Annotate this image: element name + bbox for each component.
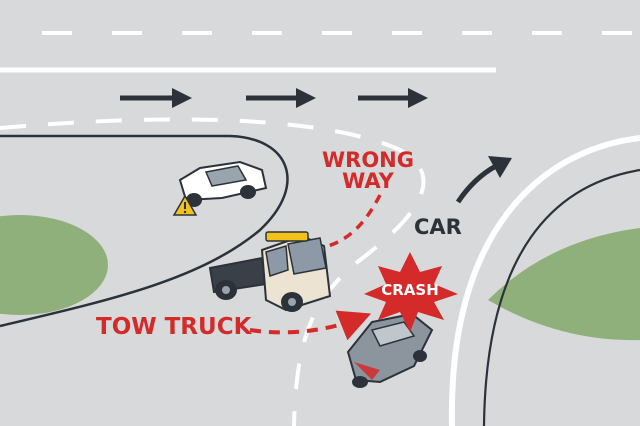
car-label: CAR — [414, 215, 462, 239]
grass-left — [0, 215, 108, 315]
curved-dashed-lane-line — [0, 117, 426, 426]
car-direction-arrow-icon — [455, 156, 512, 204]
tow-truck-label: TOW TRUCK — [96, 314, 252, 340]
crash-label: CRASH — [381, 281, 439, 299]
grass-right — [488, 228, 640, 341]
tow-truck-arrow — [249, 310, 372, 341]
warning-triangle-icon — [172, 194, 198, 216]
explosion-burst-icon — [364, 252, 458, 332]
arrow-right-icon — [358, 88, 428, 108]
right-curb-line — [448, 135, 640, 426]
wrong-way-label: WRONG WAY — [322, 148, 414, 193]
arrow-right-icon — [120, 88, 192, 108]
gray-car — [346, 312, 434, 388]
arrow-right-icon — [246, 88, 316, 108]
island-curb — [0, 134, 289, 328]
right-barrier-outline — [482, 168, 640, 426]
tow-truck — [208, 231, 332, 312]
